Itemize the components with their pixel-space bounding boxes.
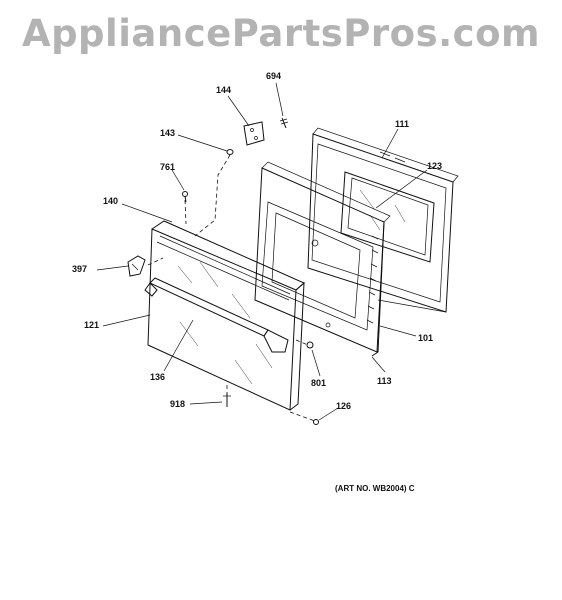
callout-121: 121 (84, 320, 99, 330)
outer-door-panel-121 (147, 220, 305, 411)
callout-113: 113 (377, 376, 392, 386)
callout-123: 123 (427, 161, 442, 171)
callout-136: 136 (150, 372, 165, 382)
screw-694 (279, 117, 289, 129)
door-liner-frame-113 (254, 161, 391, 353)
callout-397: 397 (72, 264, 87, 274)
callout-144: 144 (216, 85, 231, 95)
door-handle-136 (144, 277, 289, 353)
art-number: (ART NO. WB2004) C (335, 484, 415, 493)
screw-801 (306, 341, 314, 349)
inner-window-glass-123 (340, 171, 435, 263)
door-liner-assembly-101 (371, 221, 447, 357)
callout-101: 101 (418, 333, 433, 343)
callout-918: 918 (170, 399, 185, 409)
callout-111: 111 (395, 119, 409, 129)
callout-140: 140 (103, 196, 118, 206)
screw-918 (223, 393, 231, 407)
hinge-cover-397 (127, 255, 146, 277)
screw-761 (182, 191, 188, 203)
hinge-plate-144 (243, 121, 265, 146)
callout-143: 143 (160, 128, 175, 138)
watermark-logo: AppliancePartsPros.com (21, 12, 541, 55)
screw-126 (313, 419, 319, 425)
clip-143 (226, 149, 234, 155)
callout-761: 761 (160, 162, 175, 172)
callout-801: 801 (311, 378, 326, 388)
callout-126: 126 (336, 401, 351, 411)
callout-694: 694 (266, 71, 281, 81)
